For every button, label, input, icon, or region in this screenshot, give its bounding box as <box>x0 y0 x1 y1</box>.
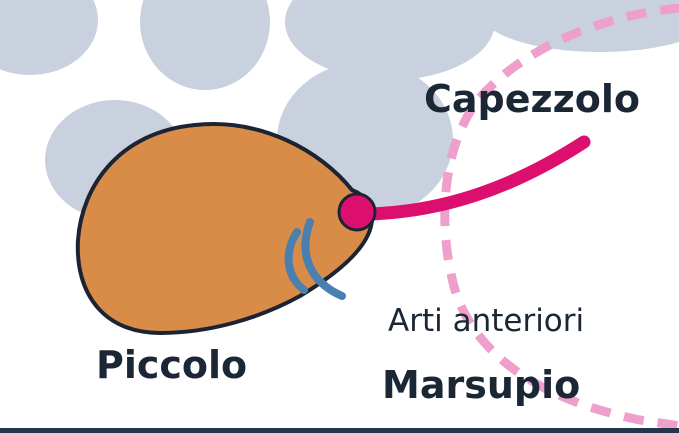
pouch-label: Marsupio <box>382 366 580 404</box>
background-blob <box>480 0 679 52</box>
young-label: Piccolo <box>96 346 247 384</box>
forelimbs-label: Arti anteriori <box>388 306 584 337</box>
nipple-dot <box>339 194 375 230</box>
nipple-label: Capezzolo <box>424 80 640 118</box>
background-blob <box>0 0 98 75</box>
bottom-border <box>0 428 679 433</box>
background-blob <box>140 0 270 90</box>
